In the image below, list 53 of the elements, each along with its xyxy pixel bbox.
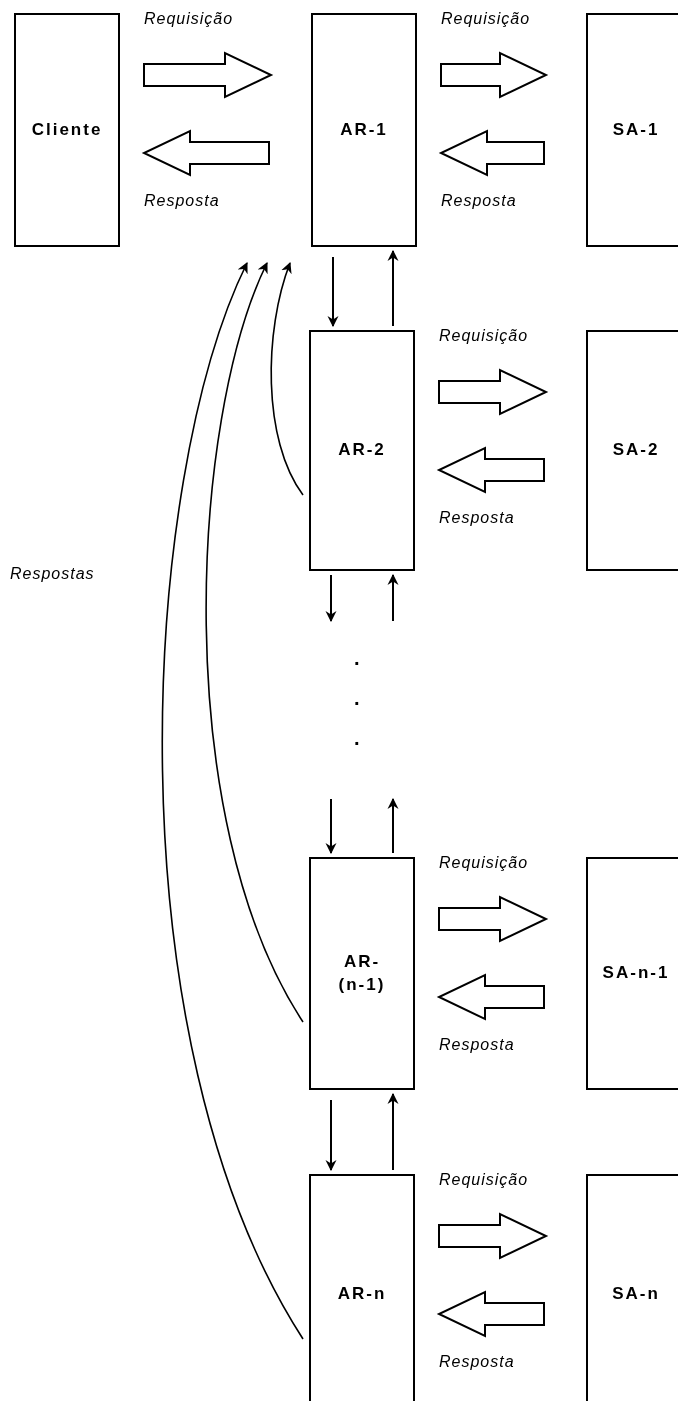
edge-label: Resposta: [439, 508, 515, 528]
box-label: SA-n-1: [602, 962, 670, 985]
edge-label: Requisição: [439, 326, 529, 346]
block-arrow: [438, 1212, 549, 1260]
edge-label: Resposta: [439, 1352, 515, 1372]
block-arrow: [438, 895, 549, 943]
process-box: [311, 13, 417, 247]
box-label: Cliente: [31, 118, 103, 141]
process-box: [309, 330, 415, 571]
block-arrow: [438, 368, 549, 416]
arrow: [161, 262, 304, 1340]
edge-label: Requisição: [439, 853, 529, 873]
block-arrow: [440, 51, 549, 99]
arrow: [270, 261, 304, 496]
ellipsis-dot: .: [354, 688, 361, 708]
box-label: SA-n: [612, 1282, 660, 1305]
box-label: AR-n: [337, 1282, 387, 1305]
process-box: [586, 13, 678, 247]
edge-label: Resposta: [441, 191, 517, 211]
process-box: [14, 13, 120, 247]
edge-label: Resposta: [144, 191, 220, 211]
arrow: [325, 1099, 337, 1172]
arrow: [387, 797, 399, 854]
process-box: [309, 1174, 415, 1401]
arrow: [325, 574, 337, 623]
edge-label: Requisição: [439, 1170, 529, 1190]
process-box: [586, 1174, 678, 1401]
block-arrow: [436, 973, 545, 1021]
process-box: [586, 330, 678, 571]
arrow: [327, 256, 339, 328]
arrow: [387, 249, 399, 327]
edge-label: Requisição: [144, 9, 234, 29]
box-label: AR-1: [340, 118, 388, 141]
ellipsis-dot: .: [354, 728, 361, 748]
block-arrow: [436, 1290, 545, 1338]
box-label: AR-2: [338, 439, 386, 462]
block-arrow: [438, 129, 545, 177]
edge-label: Resposta: [439, 1035, 515, 1055]
box-label: SA-1: [612, 118, 660, 141]
process-box: [586, 857, 678, 1090]
arrow: [205, 262, 304, 1023]
process-box: [309, 857, 415, 1090]
arrow: [387, 573, 399, 622]
block-arrow: [141, 129, 270, 177]
box-label: SA-2: [612, 439, 660, 462]
ellipsis-dot: .: [354, 648, 361, 668]
block-arrow: [143, 51, 274, 99]
box-label: AR- (n-1): [337, 950, 387, 996]
edge-label: Requisição: [441, 9, 531, 29]
arrow: [325, 798, 337, 855]
arrow: [387, 1092, 399, 1171]
annotation-label: Respostas: [10, 566, 95, 582]
block-arrow: [436, 446, 545, 494]
